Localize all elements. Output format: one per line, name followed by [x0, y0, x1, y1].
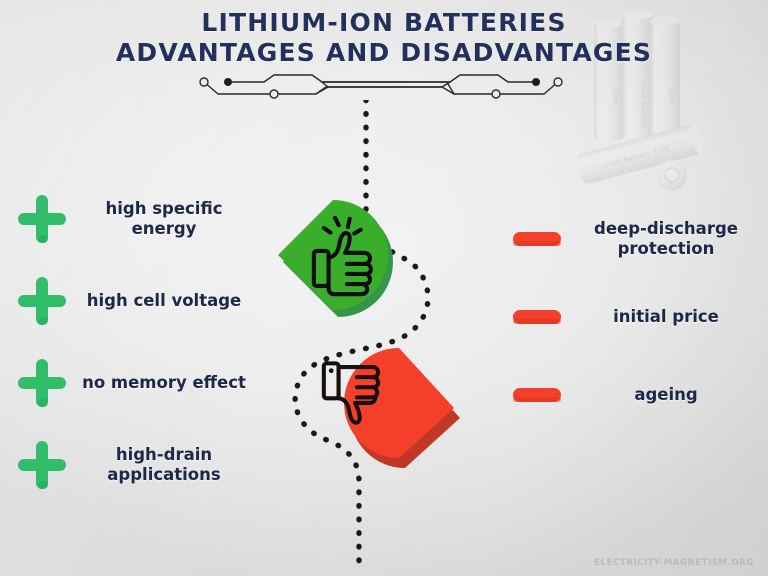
disadvantages-list: deep-discharge protection initial price …: [500, 200, 768, 434]
advantage-label: high specific energy: [105, 198, 223, 238]
thumbs-up-icon: [311, 215, 373, 297]
svg-text:3.7V: 3.7V: [667, 87, 675, 103]
list-item: ageing: [500, 356, 768, 434]
battery-cells-photo: 3.7V Li-ion Battery 3.7V Li-ion Battery …: [577, 10, 703, 190]
advantages-badge: [278, 200, 393, 317]
advantages-list: high specific energy high cell voltage: [0, 178, 262, 506]
list-item: deep-discharge protection: [500, 200, 768, 278]
plus-icon: [18, 277, 66, 325]
list-item: high cell voltage: [0, 260, 262, 342]
plus-icon: [18, 441, 66, 489]
svg-text:3.7V: 3.7V: [611, 87, 619, 103]
plus-icon: [18, 359, 66, 407]
disadvantage-label: initial price: [613, 306, 719, 326]
title-line-1: LITHIUM-ION BATTERIES: [201, 8, 567, 37]
list-item: high-drain applications: [0, 424, 262, 506]
minus-icon: [513, 310, 561, 324]
disadvantages-badge: [321, 348, 460, 468]
minus-icon: [513, 388, 561, 402]
minus-icon: [513, 232, 561, 246]
disadvantage-label: deep-discharge protection: [594, 218, 738, 258]
list-item: no memory effect: [0, 342, 262, 424]
circuit-trace-icon: [199, 74, 563, 99]
advantage-label: high-drain applications: [107, 444, 221, 484]
thumbs-down-icon: [321, 361, 381, 425]
disadvantage-label: ageing: [634, 384, 698, 404]
dotted-s-divider: [292, 100, 431, 569]
page-title: LITHIUM-ION BATTERIES ADVANTAGES AND DIS…: [0, 8, 768, 67]
advantage-label: high cell voltage: [86, 290, 242, 310]
advantage-label: no memory effect: [82, 372, 246, 392]
title-line-2: ADVANTAGES AND DISADVANTAGES: [115, 37, 653, 67]
list-item: initial price: [500, 278, 768, 356]
site-watermark: ELECTRICITY-MAGNETISM.ORG: [594, 558, 754, 568]
svg-text:Li-ion Battery: Li-ion Battery: [639, 80, 647, 127]
list-item: high specific energy: [0, 178, 262, 260]
plus-icon: [18, 195, 66, 243]
